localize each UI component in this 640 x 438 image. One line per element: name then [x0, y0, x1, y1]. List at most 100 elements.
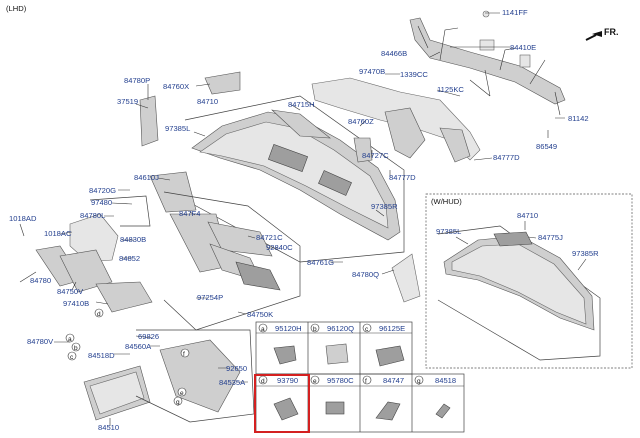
callout-84761G: 84761G [307, 258, 334, 267]
table-part-95780C: 95780C [327, 376, 354, 385]
callout-84780P: 84780P [124, 76, 150, 85]
callout-84780V: 84780V [27, 337, 54, 346]
marker-f: f [183, 351, 185, 358]
marker-c: c [70, 354, 74, 361]
callout-84715H: 84715H [288, 100, 315, 109]
letter-markers: d a b c f e g [65, 308, 190, 406]
callout-97410B: 97410B [63, 299, 89, 308]
callout-84780: 84780 [30, 276, 51, 285]
callout-84777D-a: 84777D [493, 153, 520, 162]
hud-callout-97385L: 97385L [436, 227, 461, 236]
callout-97254P: 97254P [197, 293, 223, 302]
callout-84830B: 84830B [120, 235, 146, 244]
front-arrow-shaft [585, 34, 597, 41]
part-84747-img [375, 401, 401, 421]
table-part-84747: 84747 [383, 376, 404, 385]
callout-84750V: 84750V [57, 287, 84, 296]
callout-84777D-b: 84777D [389, 173, 416, 182]
table-part-95120H: 95120H [275, 324, 302, 333]
callout-1339CC: 1339CC [400, 70, 428, 79]
crash-pad-main [191, 111, 401, 241]
part-95120H-img [273, 345, 297, 365]
upper-trim [271, 109, 331, 139]
cowl-crossmember [409, 10, 566, 116]
part-96125E-img [375, 345, 405, 367]
marker-d-left: d [97, 311, 101, 318]
marker-a: a [68, 336, 72, 343]
callout-labels: 1141FF 84410E 84466B 1339CC 97470B 1125K… [9, 8, 589, 432]
callout-84518D: 84518D [88, 351, 115, 360]
hud-unit [493, 231, 533, 247]
callout-1018AC: 1018AC [44, 229, 72, 238]
callout-97480: 97480 [91, 198, 112, 207]
vent-lh [204, 71, 241, 95]
side-cover-left [139, 95, 159, 147]
callout-37519: 37519 [117, 97, 138, 106]
leader-lines [19, 12, 565, 426]
callout-84760X: 84760X [163, 82, 189, 91]
callout-84610J: 84610J [134, 173, 159, 182]
callout-84780L: 84780L [80, 211, 105, 220]
callout-86549: 86549 [536, 142, 557, 151]
callout-97470B: 97470B [359, 67, 385, 76]
table-letter-e: e [313, 378, 317, 385]
callout-84720G: 84720G [89, 186, 116, 195]
callout-97385R: 97385R [371, 202, 398, 211]
table-part-96120Q: 96120Q [327, 324, 354, 333]
side-panel-rh [391, 253, 421, 303]
callout-81142: 81142 [568, 114, 589, 123]
marker-g: g [176, 399, 180, 406]
callout-92650: 92650 [226, 364, 247, 373]
marker-b: b [74, 345, 78, 352]
callout-84727C: 84727C [362, 151, 389, 160]
part-93790-img [273, 397, 299, 421]
callout-84466B: 84466B [381, 49, 407, 58]
callout-84560A: 84560A [125, 342, 152, 351]
callout-92840C: 92840C [266, 243, 293, 252]
table-letter-a: a [261, 326, 265, 333]
center-fascia-frame [163, 191, 301, 331]
hud-callout-84710: 84710 [517, 211, 538, 220]
hud-callout-84775J: 84775J [538, 233, 563, 242]
callout-84750K: 84750K [247, 310, 273, 319]
table-letter-d: d [261, 378, 265, 385]
callout-84535A: 84535A [219, 378, 246, 387]
highlight-box [254, 374, 310, 433]
callout-84760Z: 84760Z [348, 117, 374, 126]
callout-1141FF: 1141FF [502, 8, 528, 17]
hud-frame [437, 225, 601, 361]
callout-1018AD: 1018AD [9, 214, 37, 223]
marker-e: e [180, 390, 184, 397]
air-duct [311, 77, 481, 163]
table-letter-c: c [365, 326, 369, 333]
parts-table: a 95120H b 96120Q c 96125E d 93790 e 957… [254, 321, 465, 433]
part-96120Q-img [325, 343, 349, 365]
lower-left-cluster [35, 171, 281, 313]
front-direction-label: FR. [604, 27, 619, 37]
table-letter-b: b [313, 326, 317, 333]
glove-box-face [89, 371, 145, 415]
main-pad-frame [184, 95, 405, 263]
part-84518-img [435, 403, 451, 419]
variant-label: (LHD) [6, 4, 27, 13]
callout-97385L: 97385L [165, 124, 190, 133]
callout-84852: 84852 [119, 254, 140, 263]
table-part-93790: 93790 [277, 376, 298, 385]
callout-84410E: 84410E [510, 43, 536, 52]
callout-1125KC: 1125KC [437, 85, 464, 94]
center-vent [353, 137, 373, 163]
table-letter-f: f [365, 378, 367, 385]
part-95780C-img [325, 401, 345, 415]
upper-left-frame [89, 195, 151, 227]
lower-crash-pad [159, 339, 241, 413]
callout-847F4: 847F4 [179, 209, 201, 218]
table-part-84518: 84518 [435, 376, 456, 385]
callout-84710: 84710 [197, 97, 218, 106]
table-letter-g: g [417, 378, 421, 385]
callout-84721C: 84721C [256, 233, 283, 242]
callout-69826: 69826 [138, 332, 159, 341]
hud-callout-97385R: 97385R [572, 249, 599, 258]
callout-84780Q: 84780Q [352, 270, 379, 279]
callout-84510: 84510 [98, 423, 119, 432]
